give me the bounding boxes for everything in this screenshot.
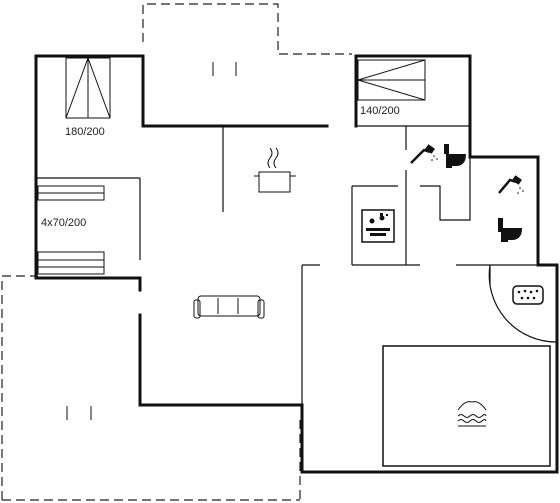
pool-icon [457, 401, 487, 427]
sofa-icon [193, 295, 265, 319]
bed-3-label: 4x70/200 [41, 217, 87, 229]
whirlpool-icon [512, 285, 544, 305]
terrace-bottom-left [1, 275, 301, 501]
kitchen-pot-icon [254, 147, 296, 193]
bed-1-label: 180/200 [65, 126, 105, 138]
toilet-icon-2 [498, 218, 522, 242]
terrace-top [142, 3, 352, 55]
shower-icon [410, 144, 438, 164]
shower-icon-2 [498, 175, 524, 194]
outer-walls [34, 54, 559, 474]
sauna-icon [361, 209, 395, 243]
swimming-pool [382, 345, 551, 467]
bed-2-label: 140/200 [360, 105, 400, 117]
bunk-beds [37, 185, 105, 275]
pool-room-door [488, 264, 558, 343]
toilet-icon [444, 144, 466, 168]
terrace-door-top [212, 62, 237, 76]
interior-walls [36, 125, 538, 405]
bed-140-200 [357, 59, 426, 101]
terrace-marker-icon [66, 406, 92, 420]
bed-180-200 [65, 57, 111, 119]
